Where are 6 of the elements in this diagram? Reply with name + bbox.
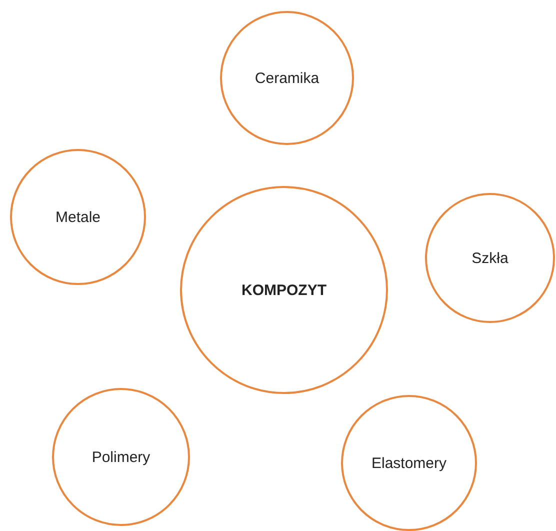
node-label: Szkła (472, 250, 508, 266)
node-label: Ceramika (254, 70, 320, 86)
node-label: KOMPOZYT (242, 282, 326, 298)
node-label: Polimery (92, 448, 150, 466)
node-label: Metale (55, 208, 101, 226)
node-label: Elastomery (371, 454, 447, 472)
